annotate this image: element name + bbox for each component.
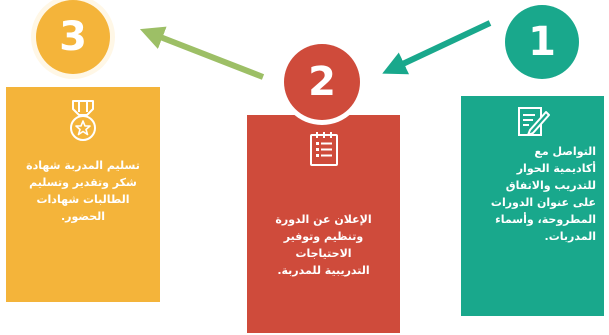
step-1-number-badge: 1 <box>505 5 579 79</box>
step-3-text: تسليم المدربة شهادة شكر وتقدير وتسليم ال… <box>26 159 140 223</box>
step-2-number-badge: 2 <box>284 44 360 120</box>
step-3-number-badge: 3 <box>36 0 110 74</box>
arrow-step1-to-step2 <box>382 20 492 75</box>
arrow-step2-to-step3 <box>139 26 265 80</box>
step-3-card: تسليم المدربة شهادة شكر وتقدير وتسليم ال… <box>6 87 160 302</box>
step-2-card: الإعلان عن الدورة وتنظيم وتوفير الاحتياج… <box>247 115 400 333</box>
list-document-icon <box>309 131 339 172</box>
edit-document-icon <box>516 106 550 143</box>
step-1-text: التواصل مع أكاديمية الحوار للتدريب والات… <box>490 145 596 243</box>
step-2-text: الإعلان عن الدورة وتنظيم وتوفير الاحتياج… <box>275 213 372 277</box>
medal-icon <box>66 99 100 148</box>
step-1-card: التواصل مع أكاديمية الحوار للتدريب والات… <box>461 96 604 316</box>
